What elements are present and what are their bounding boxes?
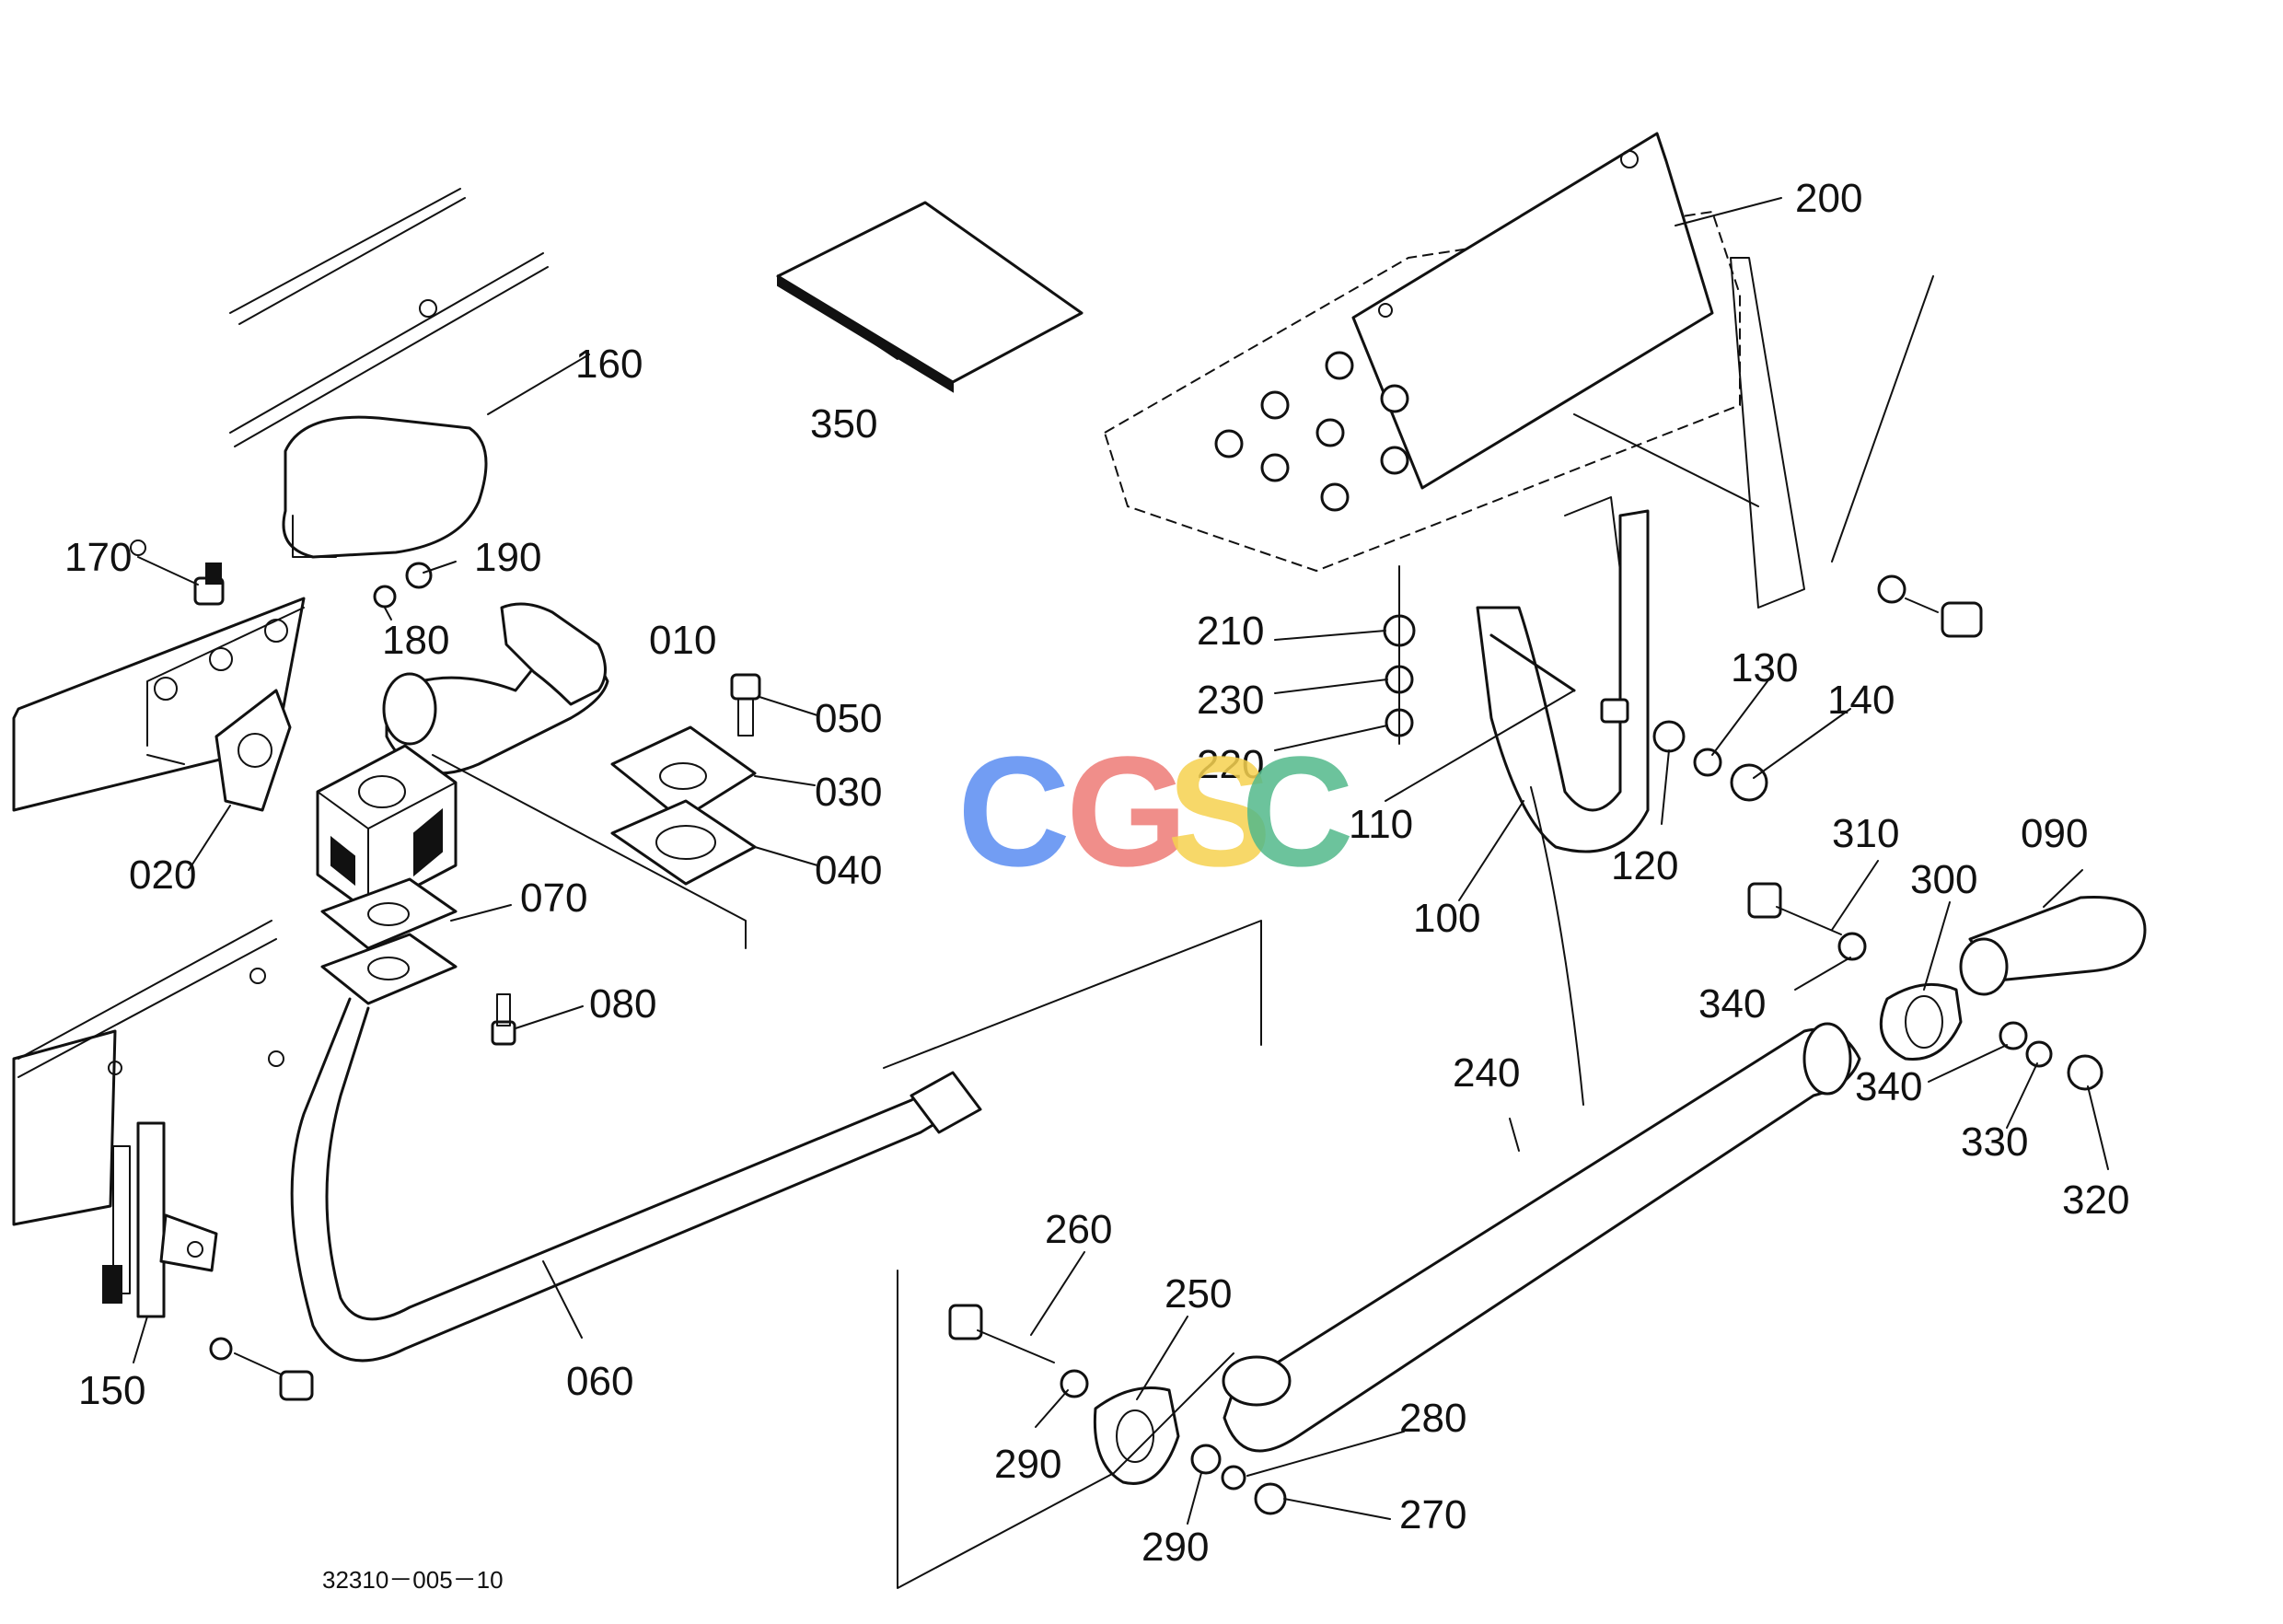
bolt-120	[1600, 698, 1629, 724]
bolt-260	[948, 1304, 1055, 1363]
callout-160: 160	[575, 342, 643, 387]
callout-200: 200	[1795, 176, 1862, 221]
watermark-letter-s: S	[1167, 725, 1271, 899]
callout-080: 080	[589, 981, 656, 1027]
gasket-070	[320, 877, 458, 1005]
callout-010: 010	[649, 618, 716, 663]
callout-170: 170	[64, 535, 132, 580]
callout-290-right: 290	[1142, 1525, 1209, 1570]
nut-190	[405, 562, 433, 589]
clamp-300	[1879, 982, 1963, 1061]
watermark-letter-c2: C	[1241, 725, 1354, 899]
bracket-150	[102, 1121, 218, 1318]
callout-290-left: 290	[994, 1442, 1061, 1487]
callout-030: 030	[815, 770, 882, 815]
washer-120	[1652, 720, 1686, 753]
callout-350: 350	[810, 401, 877, 447]
callout-210: 210	[1197, 609, 1264, 654]
callout-310: 310	[1832, 811, 1899, 856]
lockwasher-280	[1221, 1465, 1246, 1491]
callout-labels: 200 350 160 170 190 180 010 210 230 220 …	[64, 176, 2129, 1570]
washer-340-top	[1837, 932, 1867, 961]
watermark-logo: C G S C	[957, 725, 1354, 899]
callout-250: 250	[1165, 1271, 1232, 1317]
callout-240: 240	[1453, 1050, 1520, 1096]
step-200	[1103, 132, 1934, 609]
callout-340: 340	[1855, 1064, 1922, 1109]
callout-060: 060	[566, 1359, 633, 1404]
leader-lines	[133, 197, 2109, 1525]
callout-120: 120	[1611, 843, 1678, 888]
bolt-080	[491, 993, 516, 1046]
bolt-050	[730, 673, 761, 737]
diagram-code: 32310－005－10	[322, 1566, 504, 1594]
nut-270	[1254, 1482, 1287, 1515]
callout-220: 220	[1197, 742, 1264, 787]
callout-320: 320	[2062, 1177, 2129, 1223]
bracket-100	[1476, 496, 1650, 853]
callout-110: 110	[1349, 802, 1413, 847]
watermark-letter-c1: C	[957, 725, 1071, 899]
callout-090: 090	[2021, 811, 2088, 856]
exhaust-elbow-010	[382, 602, 609, 775]
muffler-cover-160	[282, 415, 488, 559]
callout-260: 260	[1045, 1207, 1112, 1252]
chassis-frame	[12, 188, 549, 1226]
callout-270: 270	[1399, 1492, 1466, 1537]
bolt-150	[209, 1337, 314, 1401]
rod-110	[1489, 633, 1576, 692]
washer-290-right	[1190, 1444, 1222, 1475]
gasket-040	[610, 799, 757, 886]
nut-320	[2067, 1054, 2103, 1091]
plate-030	[610, 725, 757, 821]
callout-050: 050	[815, 696, 882, 741]
callout-100: 100	[1413, 896, 1480, 941]
callout-070: 070	[520, 876, 587, 921]
sheet-350	[776, 201, 1084, 393]
callout-140: 140	[1827, 678, 1895, 723]
watermark-letter-g: G	[1066, 725, 1188, 899]
step-bolt	[1877, 574, 1983, 638]
nut-140	[1730, 763, 1768, 802]
flange-block	[316, 744, 458, 913]
tailpipe-090	[1959, 895, 2147, 996]
callout-180: 180	[382, 618, 449, 663]
lockwasher-330	[2025, 1040, 2053, 1068]
pipe-060	[290, 997, 982, 1363]
callout-130: 130	[1731, 645, 1798, 690]
washer-180	[373, 585, 397, 609]
callout-340-top: 340	[1698, 981, 1766, 1027]
callout-190: 190	[474, 535, 541, 580]
bolt-170	[193, 563, 225, 606]
clamp-250	[1093, 1386, 1180, 1485]
gasket-020	[146, 689, 292, 812]
silencer-240	[1222, 1022, 1861, 1453]
washer-340	[1999, 1021, 2028, 1050]
callout-230: 230	[1197, 678, 1264, 723]
callout-020: 020	[129, 853, 196, 898]
callout-280: 280	[1399, 1396, 1466, 1441]
callout-330: 330	[1961, 1119, 2028, 1165]
lockwasher-130	[1693, 748, 1722, 777]
callout-150: 150	[78, 1368, 145, 1413]
callout-040: 040	[815, 848, 882, 893]
bolt-310	[1747, 882, 1842, 935]
callout-300: 300	[1910, 857, 1977, 902]
